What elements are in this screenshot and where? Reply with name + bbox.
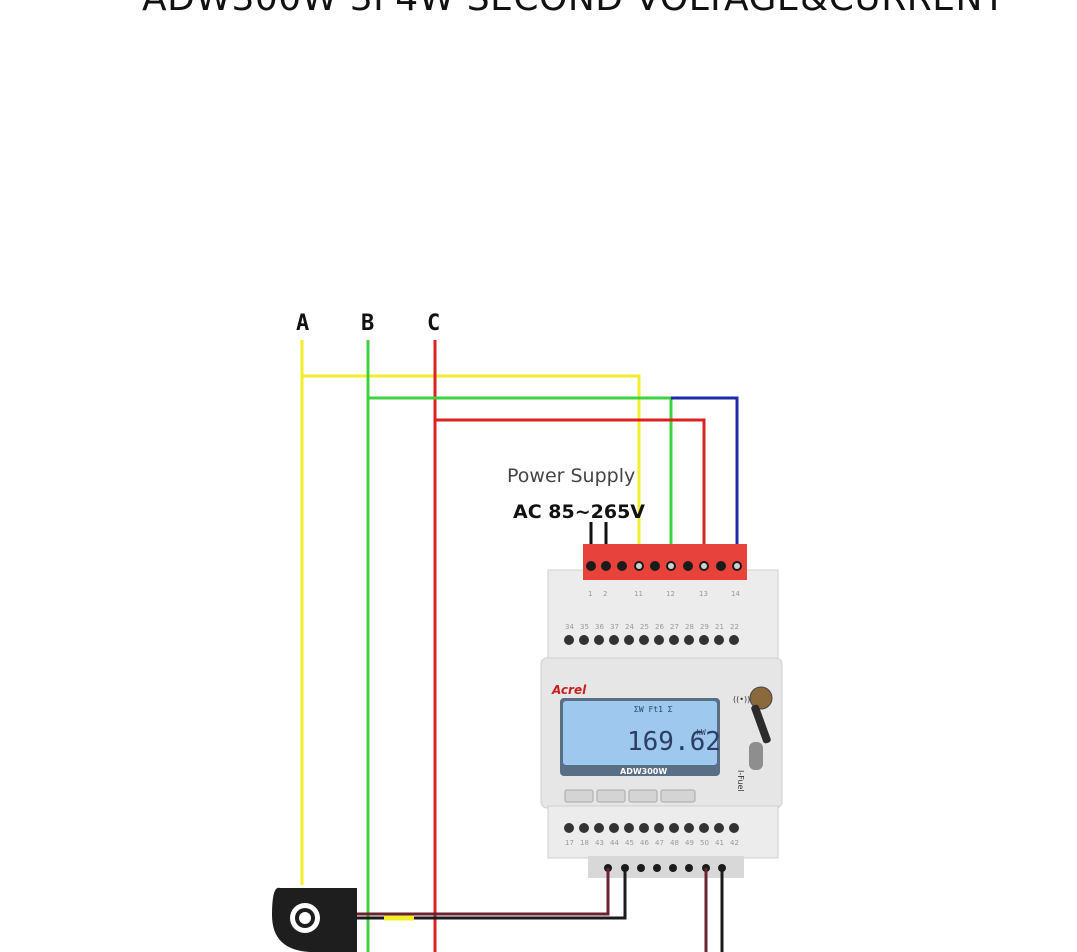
device-button[interactable]: [628, 789, 658, 803]
terminal-screw: [654, 823, 664, 833]
terminal-number: 11: [634, 590, 643, 598]
terminal-screw: [654, 635, 664, 645]
terminal-screw: [684, 823, 694, 833]
terminal-number: 27: [670, 623, 679, 631]
terminal-screw: [579, 823, 589, 833]
terminal-number: 42: [730, 839, 739, 847]
terminal-number: 35: [580, 623, 589, 631]
terminal-number: 17: [565, 839, 574, 847]
terminal-number: 24: [625, 623, 634, 631]
terminal-screw: [564, 635, 574, 645]
terminal-number: 14: [731, 590, 740, 598]
terminal-number: 48: [670, 839, 679, 847]
terminal-number: 25: [640, 623, 649, 631]
terminal-number: 18: [580, 839, 589, 847]
page-title: ADW300W 3P4W SECOND VOLTAGE&CURRENT: [142, 0, 1005, 19]
terminal-number: 34: [565, 623, 574, 631]
device-button[interactable]: [564, 789, 594, 803]
terminal-screw: [639, 823, 649, 833]
terminal-number: 50: [700, 839, 709, 847]
terminal-screw: [624, 635, 634, 645]
lcd-reading: 169.62: [627, 727, 721, 757]
terminal-screw: [594, 823, 604, 833]
power-supply-voltage: AC 85~265V: [513, 501, 645, 523]
terminal-screw: [669, 823, 679, 833]
status-indicator: [749, 742, 763, 770]
terminal-number: 21: [715, 623, 724, 631]
terminal-screw: [729, 635, 739, 645]
terminal-screw: [669, 635, 679, 645]
terminal-screw: [714, 635, 724, 645]
signal-icon: ((•)): [733, 695, 750, 704]
device-model: ADW300W: [620, 767, 667, 776]
svg-text:ΣW Ft1 Σ: ΣW Ft1 Σ: [634, 705, 673, 714]
terminal-number: 46: [640, 839, 649, 847]
terminal-screw: [714, 823, 724, 833]
svg-text:kW: kW: [696, 728, 706, 737]
phase-label-b: B: [361, 311, 374, 336]
terminal-screw: [684, 635, 694, 645]
terminal-number: 37: [610, 623, 619, 631]
terminal-number: 26: [655, 623, 664, 631]
terminal-screw: [579, 635, 589, 645]
phase-label-a: A: [296, 311, 309, 336]
phase-c-wire: [433, 340, 706, 952]
phase-label-c: C: [427, 311, 440, 336]
terminal-screw: [594, 635, 604, 645]
terminal-number: 47: [655, 839, 664, 847]
terminal-number: 41: [715, 839, 724, 847]
terminal-number: 44: [610, 839, 619, 847]
phase-a-wire: [300, 340, 641, 885]
terminal-number: 49: [685, 839, 694, 847]
terminal-number: 43: [595, 839, 604, 847]
terminal-number: 29: [700, 623, 709, 631]
ct-leads: [357, 868, 724, 952]
power-supply-label: Power Supply: [507, 465, 635, 487]
terminal-number: 22: [730, 623, 739, 631]
terminal-number: 1: [588, 590, 592, 598]
meter-device: 1 2 11 12 13 14 34 35 36 37 24 25 26 27 28 29 21 22…: [540, 544, 783, 878]
antenna-icon: [749, 686, 773, 744]
terminal-number: 28: [685, 623, 694, 631]
terminal-screw: [609, 635, 619, 645]
terminal-screw: [624, 823, 634, 833]
terminal-screw: [639, 635, 649, 645]
lcd-screen: [563, 701, 717, 765]
device-button[interactable]: [596, 789, 626, 803]
terminal-number: 12: [666, 590, 675, 598]
terminal-screw: [699, 635, 709, 645]
device-button[interactable]: [660, 789, 696, 803]
current-transformer: [272, 887, 357, 952]
terminal-number: 36: [595, 623, 604, 631]
terminal-screw: [699, 823, 709, 833]
terminal-number: 2: [603, 590, 607, 598]
side-label: I-Fuel: [736, 770, 745, 792]
terminal-number: 45: [625, 839, 634, 847]
terminal-screw: [564, 823, 574, 833]
device-buttons: [564, 789, 696, 803]
brand-logo: Acrel: [551, 683, 587, 697]
terminal-screw: [729, 823, 739, 833]
terminal-number: 13: [699, 590, 708, 598]
terminal-screw: [609, 823, 619, 833]
